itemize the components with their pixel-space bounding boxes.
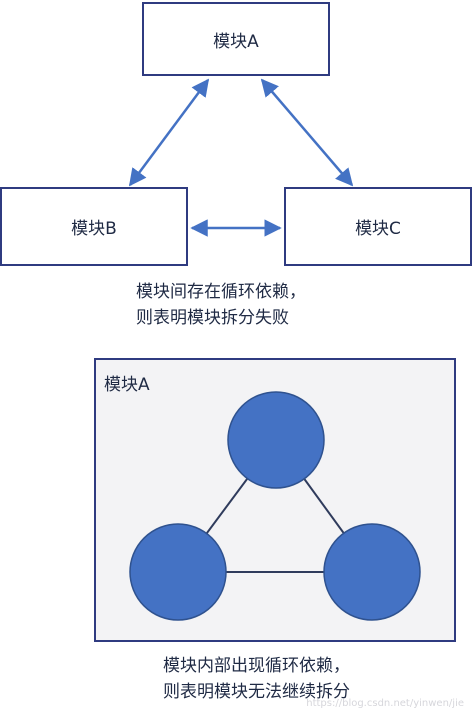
watermark-text: https://blog.csdn.net/yinwen/jie (306, 698, 464, 709)
top-caption: 模块间存在循环依赖， 则表明模块拆分失败 (136, 279, 306, 331)
internal-dependency-graph (129, 391, 421, 621)
node-left (129, 523, 227, 621)
node-top (227, 391, 325, 489)
module-b-label: 模块B (71, 219, 117, 239)
module-c-label: 模块C (355, 219, 401, 239)
bottom-caption-line-2: 则表明模块无法继续拆分 (163, 682, 350, 702)
module-a-frame: 模块A (94, 358, 456, 642)
node-right (323, 523, 421, 621)
bottom-caption: 模块内部出现循环依赖， 则表明模块无法继续拆分 (163, 653, 350, 705)
top-caption-line-2: 则表明模块拆分失败 (136, 308, 289, 328)
module-c-box: 模块C (284, 187, 472, 266)
module-a-box: 模块A (142, 2, 330, 76)
top-caption-line-1: 模块间存在循环依赖， (136, 282, 306, 302)
arrow-a-c (260, 78, 354, 187)
bottom-caption-line-1: 模块内部出现循环依赖， (163, 656, 350, 676)
module-b-box: 模块B (0, 187, 188, 266)
arrow-a-b (128, 78, 210, 187)
module-a-label: 模块A (213, 31, 259, 52)
module-a-frame-title: 模块A (104, 375, 150, 395)
